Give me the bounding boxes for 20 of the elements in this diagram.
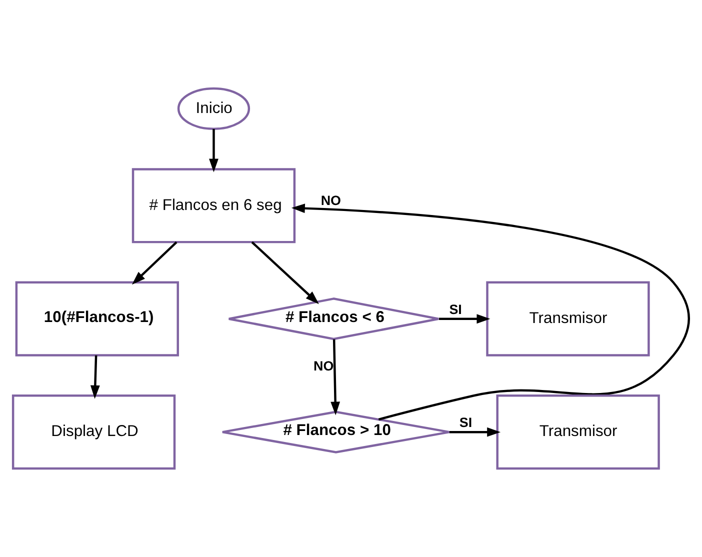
node-box: Transmisor bbox=[496, 394, 660, 470]
arrow bbox=[209, 128, 218, 172]
node-box: 10(#Flancos-1) bbox=[15, 281, 179, 356]
arrow bbox=[438, 314, 490, 324]
arrow bbox=[251, 241, 319, 304]
edge-label: SI bbox=[449, 302, 462, 317]
edge-label: SI bbox=[459, 415, 472, 430]
node-box: Display LCD bbox=[12, 394, 176, 470]
arrow bbox=[291, 204, 690, 420]
node-ellipse: Inicio bbox=[177, 87, 250, 130]
edge-label: NO bbox=[320, 192, 342, 208]
arrow bbox=[330, 339, 340, 416]
arrow bbox=[132, 241, 178, 285]
node-box: Transmisor bbox=[486, 281, 650, 356]
node-box: # Flancos en 6 seg bbox=[132, 168, 296, 244]
edge-label: NO bbox=[314, 358, 334, 374]
arrow bbox=[90, 355, 100, 399]
node-diamond: # Flancos > 10 bbox=[221, 410, 450, 454]
node-diamond: # Flancos < 6 bbox=[228, 298, 440, 340]
arrow bbox=[449, 427, 501, 437]
